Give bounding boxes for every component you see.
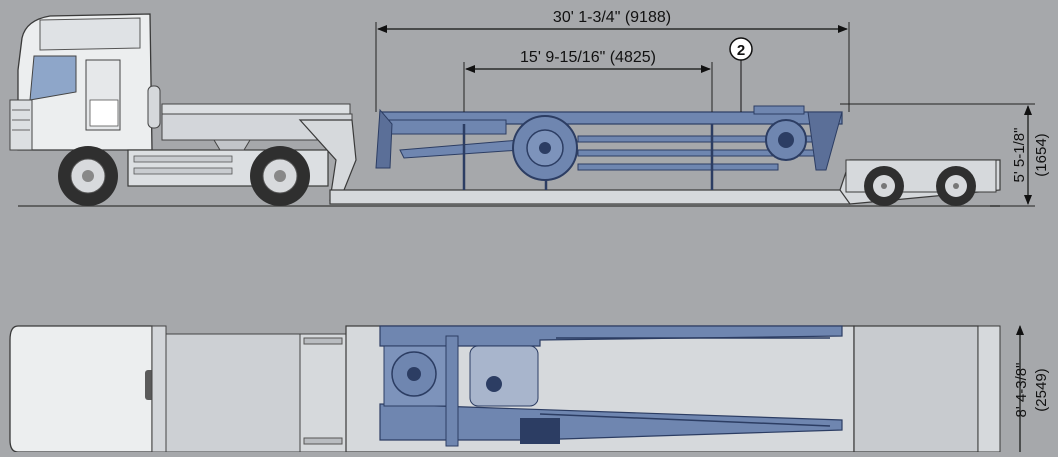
height-metric-label: (1654) [1033,133,1050,176]
tractor-truck-side [9,13,357,206]
front-wheel [58,146,118,206]
callout-2: 2 [729,37,753,112]
inner-length-label: 15' 9-15/16" (4825) [520,49,656,66]
width-dimension: 8' 4-3/8" (2549) [1013,325,1050,452]
lowbed-trailer-side [329,159,1001,206]
width-metric-label: (2549) [1033,368,1050,411]
overall-length-label: 30' 1-3/4" (9188) [553,9,671,26]
height-imperial-label: 5' 5-1/8" [1011,128,1028,183]
top-view: 8' 4-3/8" (2549) [9,325,1050,453]
trailer-wheel-2 [936,166,976,206]
width-imperial-label: 8' 4-3/8" [1013,363,1030,418]
loaded-frame-side [375,105,843,190]
tractor-truck-top [9,325,347,453]
side-view: 30' 1-3/4" (9188) 15' 9-15/16" (4825) 2 … [9,9,1050,207]
overall-length-dimension: 30' 1-3/4" (9188) [375,9,850,112]
trailer-wheel-1 [864,166,904,206]
height-dimension: 5' 5-1/8" (1654) [840,103,1050,207]
callout-number: 2 [737,42,745,59]
loaded-frame-top [379,325,843,447]
rear-wheel [250,146,310,206]
inner-length-dimension: 15' 9-15/16" (4825) [463,49,713,112]
